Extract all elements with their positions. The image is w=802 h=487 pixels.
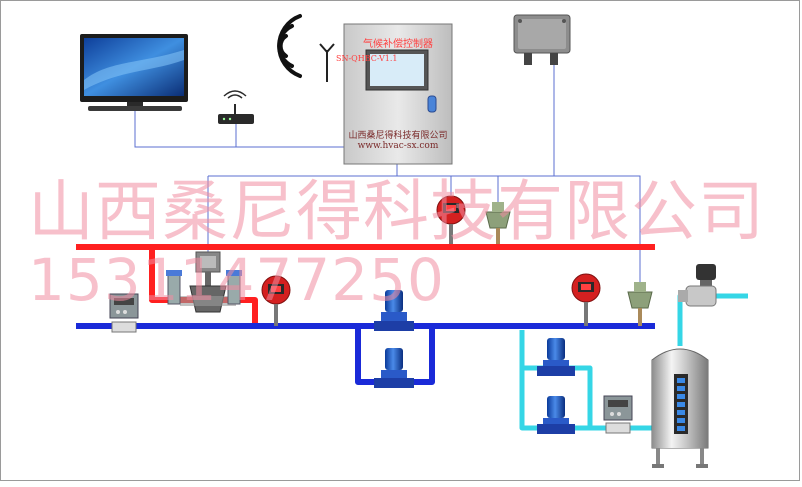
- wire-bus: [208, 175, 641, 290]
- controller-url: www.hvac-sx.com: [357, 141, 439, 151]
- wifi-router-icon: [218, 90, 254, 124]
- water-tank-icon: [651, 348, 709, 468]
- makeup-flow-meter: [603, 395, 633, 434]
- wire-monitor-controller: [134, 104, 345, 148]
- pump-icon: [374, 290, 414, 331]
- pressure-gauge-return: [571, 273, 601, 326]
- valve-left: [166, 270, 182, 305]
- pressure-transmitter-icon: [436, 195, 466, 244]
- antenna-icon: [319, 43, 335, 82]
- return-temperature-sensor: [627, 282, 653, 326]
- outdoor-sensor-icon: [513, 14, 571, 65]
- pressure-gauge-branch: [261, 275, 291, 326]
- monitor-icon: [80, 34, 188, 111]
- temperature-sensor-icon: [485, 202, 511, 244]
- flow-meter-icon: [109, 293, 139, 333]
- valve-right: [226, 270, 242, 305]
- pump-icon-2: [374, 348, 414, 388]
- regulating-valve-icon: [180, 251, 236, 313]
- controller-title: 气候补偿控制器: [363, 39, 433, 50]
- controller-model: SN-QHBC-V1.1: [336, 54, 398, 63]
- signal-wires: [134, 60, 641, 290]
- makeup-pump-1: [537, 338, 575, 376]
- solenoid-valve-icon: [678, 264, 717, 307]
- controller-cabinet: [343, 23, 453, 165]
- makeup-pump-2: [537, 396, 575, 434]
- wireless-signal-icon: [277, 14, 302, 78]
- controller-company: 山西桑尼得科技有限公司: [348, 131, 448, 141]
